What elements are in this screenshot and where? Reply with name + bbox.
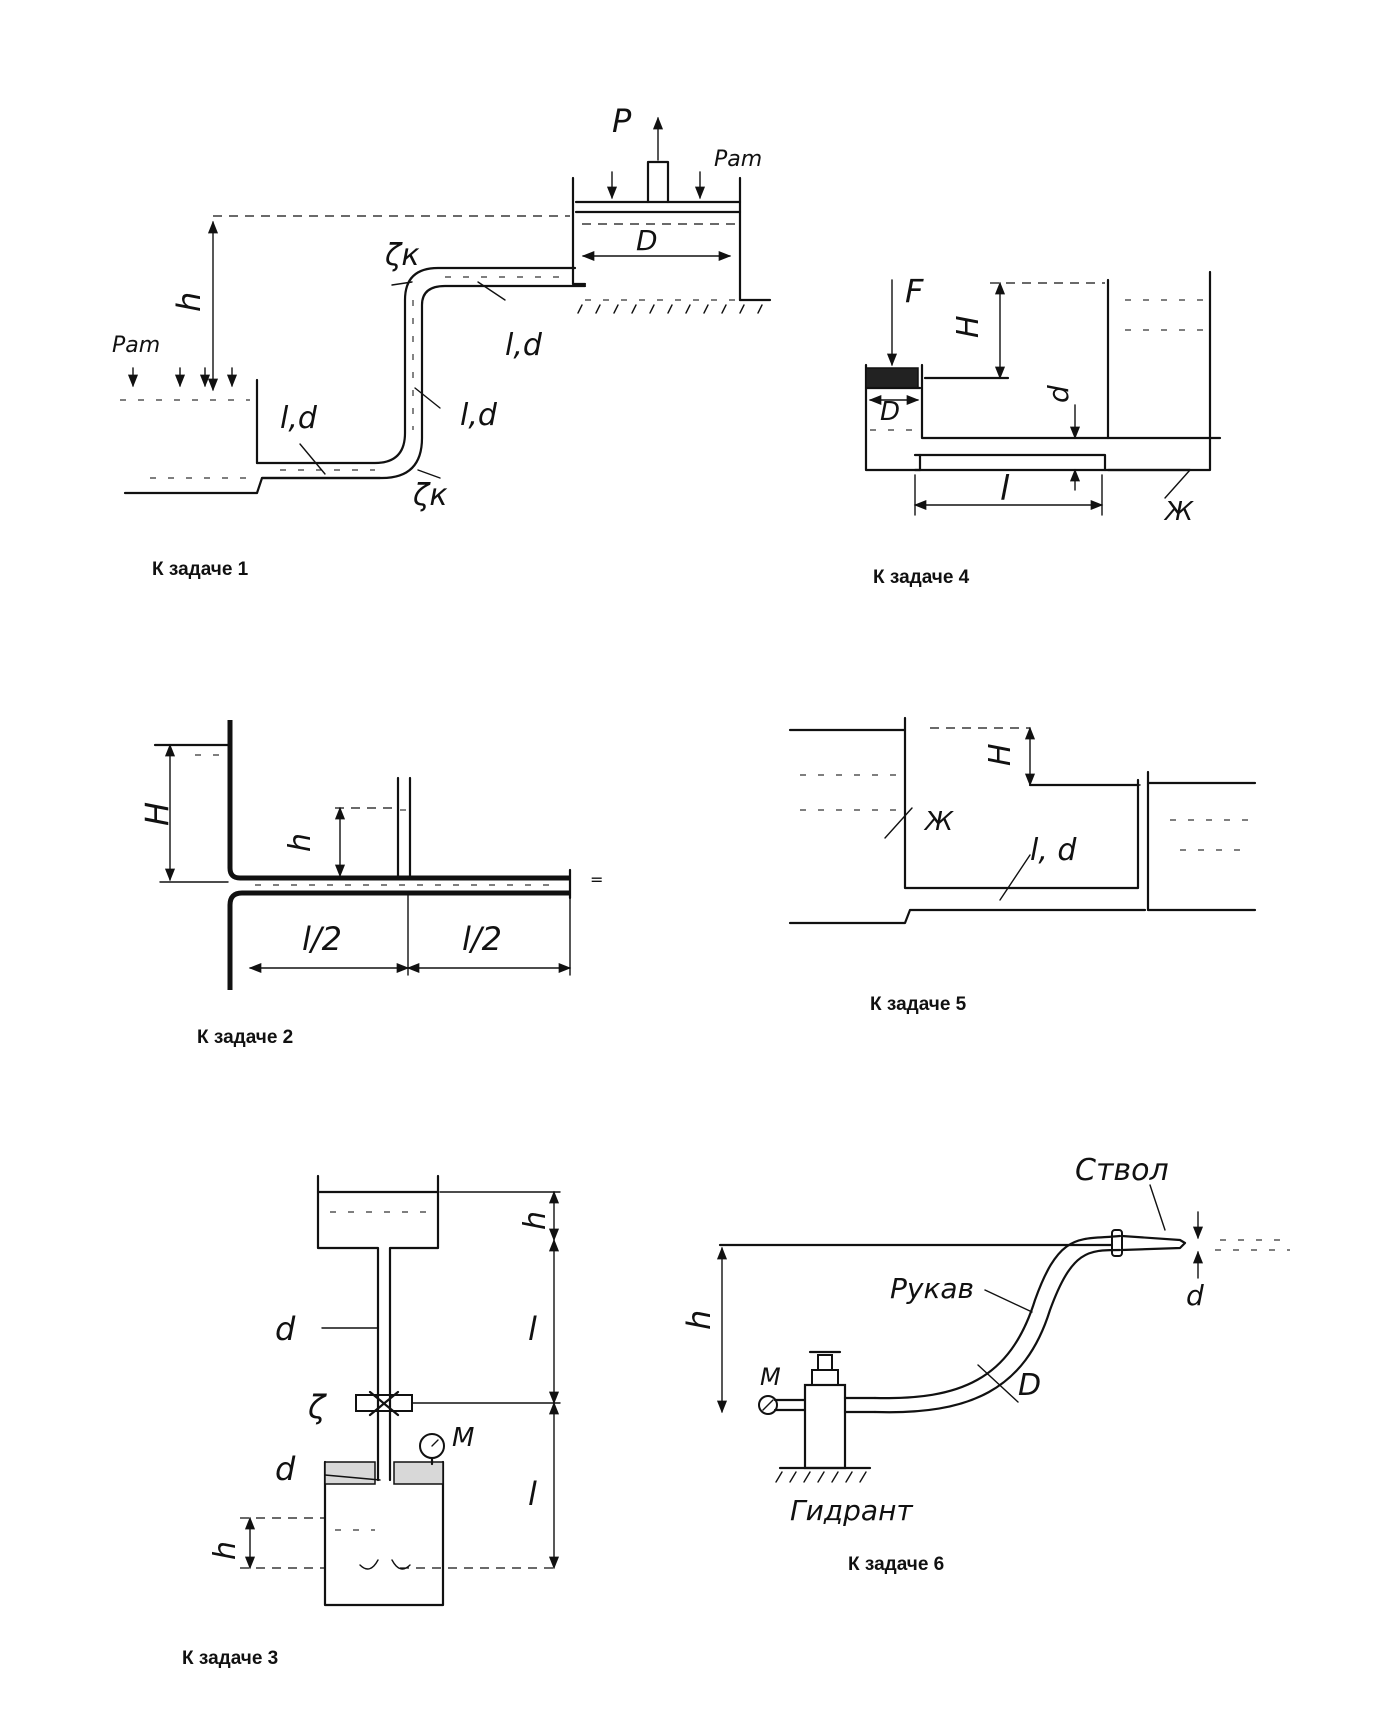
figure-1: P Pam D h Pam l,d l,d l,d ζк ζк К задаче… xyxy=(112,102,772,580)
top-tank xyxy=(571,116,772,314)
height-h-label: h xyxy=(170,292,208,312)
half-left-label: l/2 xyxy=(302,920,342,958)
figure-6: Ствол Рукав D d h M Гидрант К задаче 6 xyxy=(680,1153,1290,1575)
piston-d-label: D xyxy=(880,397,900,427)
hose-label: Рукав xyxy=(890,1272,974,1305)
l-top-label: l xyxy=(528,1310,537,1348)
liquid-zh-label: Ж xyxy=(923,807,954,837)
head-h-label: H xyxy=(138,802,176,826)
caption-6: К задаче 6 xyxy=(848,1554,944,1575)
caption-2: К задаче 2 xyxy=(197,1027,293,1048)
h-bottom-label: h xyxy=(208,1541,243,1560)
height-h-label: h xyxy=(680,1310,718,1330)
figure-4: F H d D l Ж К задаче 4 xyxy=(864,270,1222,588)
seg3-label: l,d xyxy=(505,328,543,363)
hose-d-label: D xyxy=(1018,1368,1041,1403)
nozzle-marks: = xyxy=(590,870,603,889)
valve xyxy=(355,1390,413,1417)
p-atm-left-label: Pam xyxy=(112,333,160,358)
seg2-label: l,d xyxy=(460,398,498,433)
nozzle-d-label: d xyxy=(1186,1279,1204,1312)
p-atm-top-label: Pam xyxy=(714,147,762,172)
figure-2: = H h l/2 l/2 К задаче 2 xyxy=(138,720,603,1048)
nozzle-label: Ствол xyxy=(1075,1153,1169,1188)
diameter-d-label: D xyxy=(636,224,658,257)
pipe-1 xyxy=(255,266,587,480)
manometer-label: M xyxy=(452,1423,474,1453)
small-d-label: d xyxy=(1042,385,1075,403)
d-bottom-label: d xyxy=(275,1450,296,1488)
caption-3: К задаче 3 xyxy=(182,1648,278,1669)
force-f-label: F xyxy=(905,272,924,310)
force-p-label: P xyxy=(612,102,632,140)
caption-4: К задаче 4 xyxy=(873,567,970,588)
figure-3: h l d ζ d M l h К задаче 3 xyxy=(182,1174,561,1669)
height-h-label: h xyxy=(283,833,318,852)
hydrant xyxy=(758,1350,877,1483)
figure-5: H Ж l, d К задаче 5 xyxy=(788,716,1257,1015)
zeta-bottom-label: ζк xyxy=(412,478,447,513)
liquid-zh-label: Ж xyxy=(1163,497,1194,527)
l-bottom-label: l xyxy=(528,1475,537,1513)
left-reservoir xyxy=(120,367,382,495)
half-right-label: l/2 xyxy=(462,920,502,958)
piston-cylinder xyxy=(864,279,1222,472)
zeta-top-label: ζк xyxy=(384,238,419,273)
caption-1: К задаче 1 xyxy=(152,559,249,580)
manometer-label: M xyxy=(760,1363,781,1391)
pipe-ld-label: l, d xyxy=(1030,833,1077,868)
caption-5: К задаче 5 xyxy=(870,994,967,1015)
length-l-label: l xyxy=(1000,469,1010,509)
zeta-label: ζ xyxy=(307,1388,327,1426)
seg1-label: l,d xyxy=(280,401,318,436)
d-top-label: d xyxy=(275,1310,296,1348)
head-h-label: H xyxy=(983,743,1018,766)
hydrant-label: Гидрант xyxy=(790,1494,913,1527)
head-h-label: H xyxy=(951,315,986,338)
h-top-label: h xyxy=(518,1211,553,1230)
